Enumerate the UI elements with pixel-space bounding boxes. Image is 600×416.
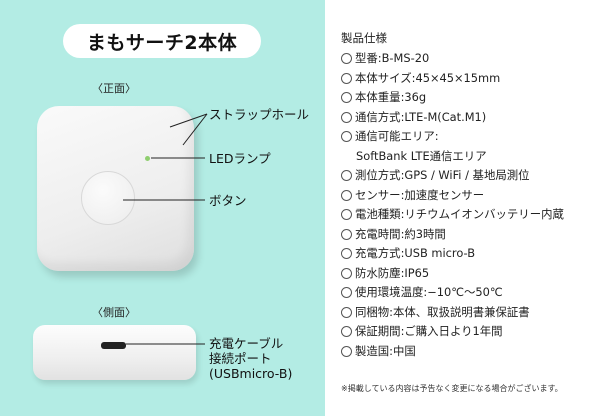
spec-item: 測位方式:GPS / WiFi / 基地局測位 <box>341 166 596 186</box>
circle-bullet-icon <box>341 92 352 104</box>
circle-bullet-icon <box>341 131 352 143</box>
circle-bullet-icon <box>341 306 352 318</box>
spec-item: 製造国:中国 <box>341 342 596 362</box>
circle-bullet-icon <box>341 326 352 338</box>
spec-item: 本体重量:36g <box>341 88 596 108</box>
disclaimer-note: ※掲載している内容は予告なく変更になる場合がございます。 <box>341 384 563 393</box>
spec-item: 充電時間:約3時間 <box>341 225 596 245</box>
spec-item: 保証期間:ご購入日より1年間 <box>341 322 596 342</box>
circle-bullet-icon <box>341 228 352 240</box>
circle-bullet-icon <box>341 248 352 260</box>
spec-item: 通信方式:LTE-M(Cat.M1) <box>341 108 596 128</box>
spec-heading: 製品仕様 <box>341 31 387 45</box>
spec-list: 製品仕様 型番:B-MS-20 本体サイズ:45×45×15mm 本体重量:36… <box>341 30 596 361</box>
led-lamp <box>145 156 150 161</box>
circle-bullet-icon <box>341 53 352 65</box>
side-view-label: 〈側面〉 <box>92 306 136 319</box>
spec-item: 使用環境温度:−10℃〜50℃ <box>341 283 596 303</box>
device-side-image <box>33 325 196 380</box>
device-front-image <box>37 106 194 271</box>
circle-bullet-icon <box>341 170 352 182</box>
circle-bullet-icon <box>341 209 352 221</box>
front-view-label: 〈正面〉 <box>92 82 136 95</box>
spec-item: センサー:加速度センサー <box>341 186 596 206</box>
spec-item-continuation: SoftBank LTE通信エリア <box>356 148 487 163</box>
spec-item: 型番:B-MS-20 <box>341 49 596 69</box>
callout-port-line3: (USBmicro-B) <box>209 366 293 381</box>
spec-item: 通信可能エリア: <box>341 127 596 147</box>
callout-port-line1: 充電ケーブル <box>209 336 284 351</box>
circle-bullet-icon <box>341 345 352 357</box>
circle-bullet-icon <box>341 287 352 299</box>
callout-led-lamp: LEDランプ <box>209 151 271 166</box>
callout-port-line2: 接続ポート <box>209 351 272 366</box>
circle-bullet-icon <box>341 111 352 123</box>
circle-bullet-icon <box>341 267 352 279</box>
spec-item: 防水防塵:IP65 <box>341 264 596 284</box>
product-image-panel: まもサーチ2本体 〈正面〉 〈側面〉 ストラップホール LEDランプ ボタン 充… <box>0 0 325 416</box>
spec-item: 電池種類:リチウムイオンバッテリー内蔵 <box>341 205 596 225</box>
callout-strap-hole: ストラップホール <box>209 107 310 122</box>
spec-item: 同梱物:本体、取扱説明書兼保証書 <box>341 303 596 323</box>
callout-port: 充電ケーブル 接続ポート (USBmicro-B) <box>209 336 292 381</box>
callout-button: ボタン <box>209 193 247 208</box>
spec-item: 本体サイズ:45×45×15mm <box>341 69 596 89</box>
usb-port <box>101 342 126 349</box>
device-button <box>81 171 135 225</box>
product-title: まもサーチ2本体 <box>63 24 261 58</box>
circle-bullet-icon <box>341 72 352 84</box>
spec-item: 充電方式:USB micro-B <box>341 244 596 264</box>
circle-bullet-icon <box>341 189 352 201</box>
